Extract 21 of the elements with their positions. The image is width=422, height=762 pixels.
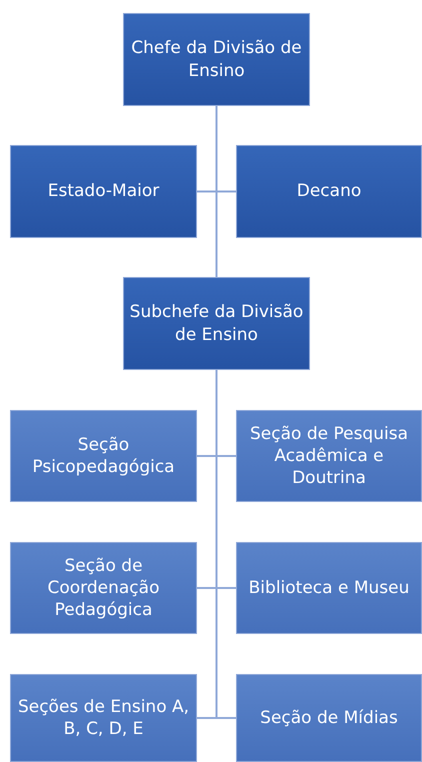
box-label: Decano (296, 180, 362, 203)
org-box (123, 13, 310, 106)
box-label: Seção de Coordenação Pedagógica (46, 554, 160, 622)
org-box (236, 145, 422, 238)
org-box (10, 145, 197, 238)
box-label: Estado-Maior (48, 180, 160, 203)
box-label: Seção Psicopedagógica (31, 434, 176, 478)
box-label: Seção de Pesquisa Acadêmica e Doutrina (249, 422, 409, 490)
org-box (236, 542, 422, 634)
org-box (10, 410, 197, 502)
org-box (123, 277, 310, 370)
org-box (236, 410, 422, 502)
org-box (10, 674, 197, 762)
box-label: Biblioteca e Museu (248, 576, 410, 600)
org-box (10, 542, 197, 634)
box-label: Seção de Mídias (260, 706, 398, 730)
box-label: Subchefe da Divisão de Ensino (128, 301, 304, 346)
box-label: Seções de Ensino A, B, C, D, E (16, 696, 190, 740)
box-label: Chefe da Divisão de Ensino (130, 37, 303, 82)
connector-line (216, 370, 236, 719)
org-box (236, 674, 422, 762)
